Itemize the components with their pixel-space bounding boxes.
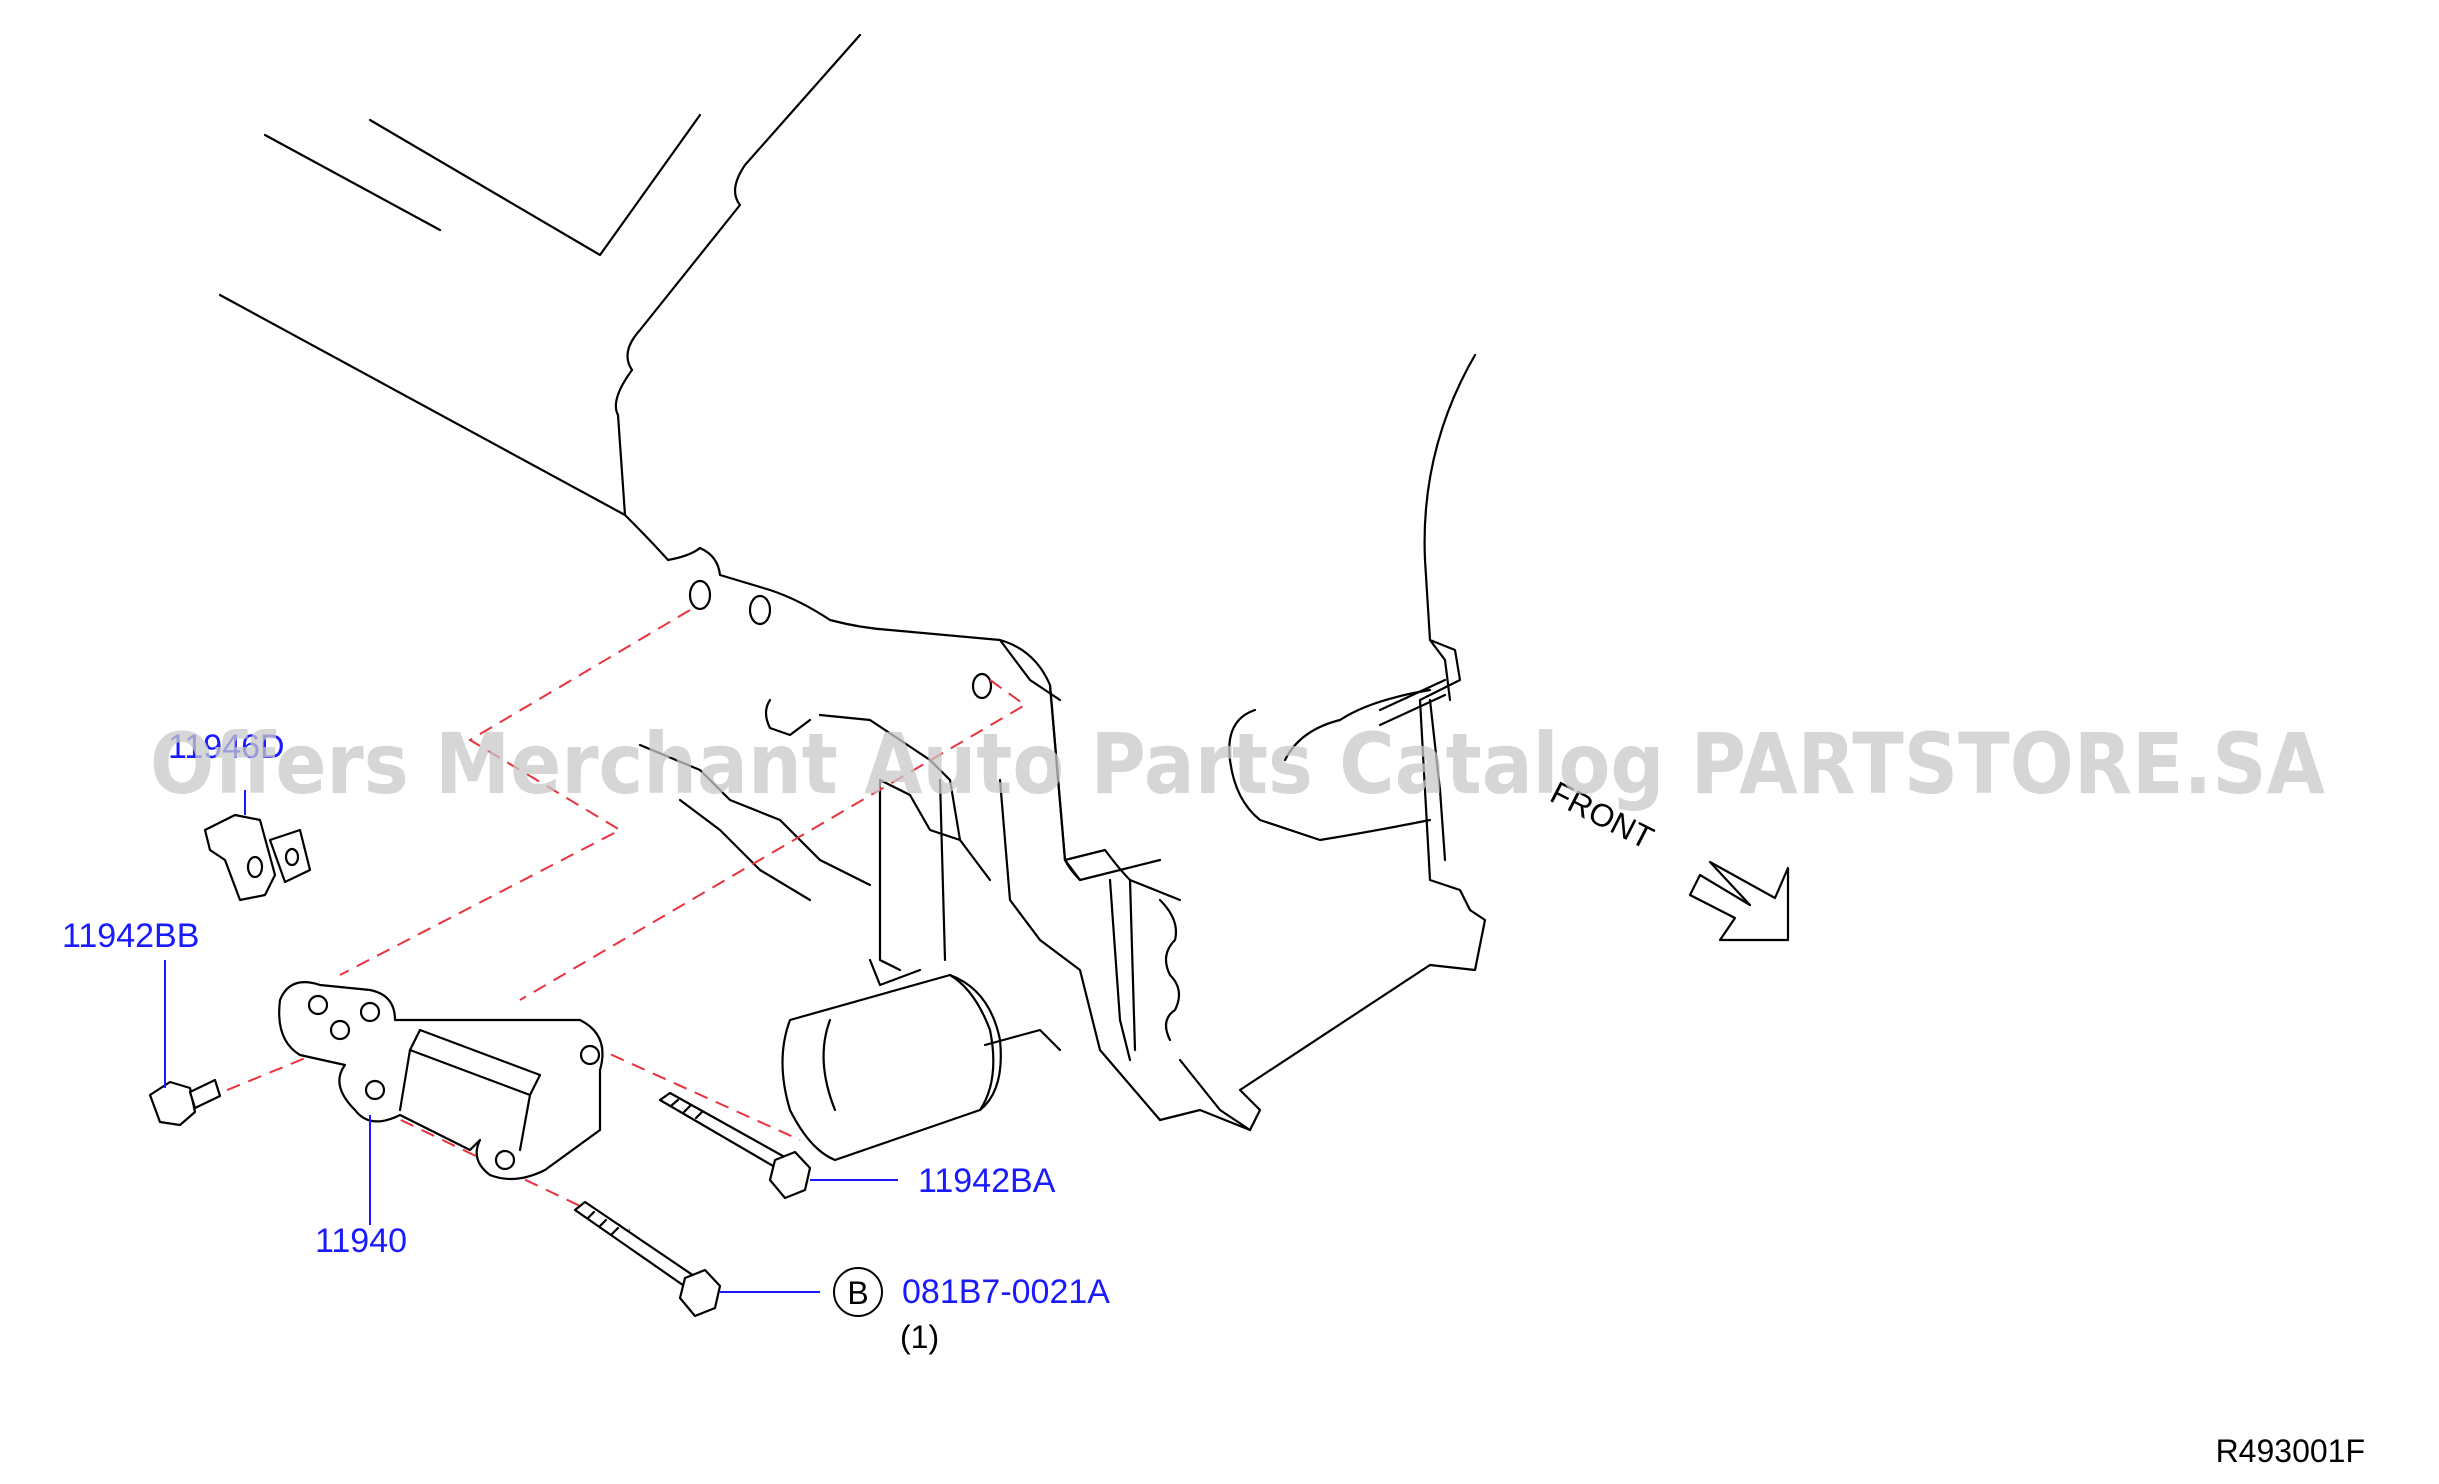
watermark-text: Offers Merchant Auto Parts Catalog PARTS… [150, 715, 2325, 813]
bolt-11942bb-part[interactable] [148, 1078, 222, 1127]
starter-motor [781, 958, 1062, 1162]
diagram-reference-code: R493001F [2216, 1433, 2365, 1469]
part-quantity: (1) [900, 1319, 939, 1355]
main-bracket-part[interactable] [278, 981, 604, 1181]
part-number-11942bb[interactable]: 11942BB [62, 917, 199, 955]
part-number-11940[interactable]: 11940 [315, 1222, 407, 1260]
bolt-081b7-part[interactable] [573, 1200, 722, 1318]
callout-b-letter: B [847, 1275, 868, 1311]
callout-b: B [833, 1267, 883, 1317]
spacer-bracket-part[interactable] [203, 813, 312, 902]
front-arrow-icon [1688, 860, 1790, 942]
leader-lines [164, 790, 898, 1293]
part-number-11946d[interactable]: 11946D [168, 728, 285, 766]
engine-outline [218, 33, 1487, 1132]
part-number-11942ba[interactable]: 11942BA [918, 1162, 1056, 1200]
part-labels: 11946D 11942BB 11940 11942BA 081B7-0021A… [62, 728, 1110, 1355]
bolt-11942ba-part[interactable] [658, 1091, 812, 1200]
part-number-081b7-0021a[interactable]: 081B7-0021A [902, 1273, 1110, 1311]
